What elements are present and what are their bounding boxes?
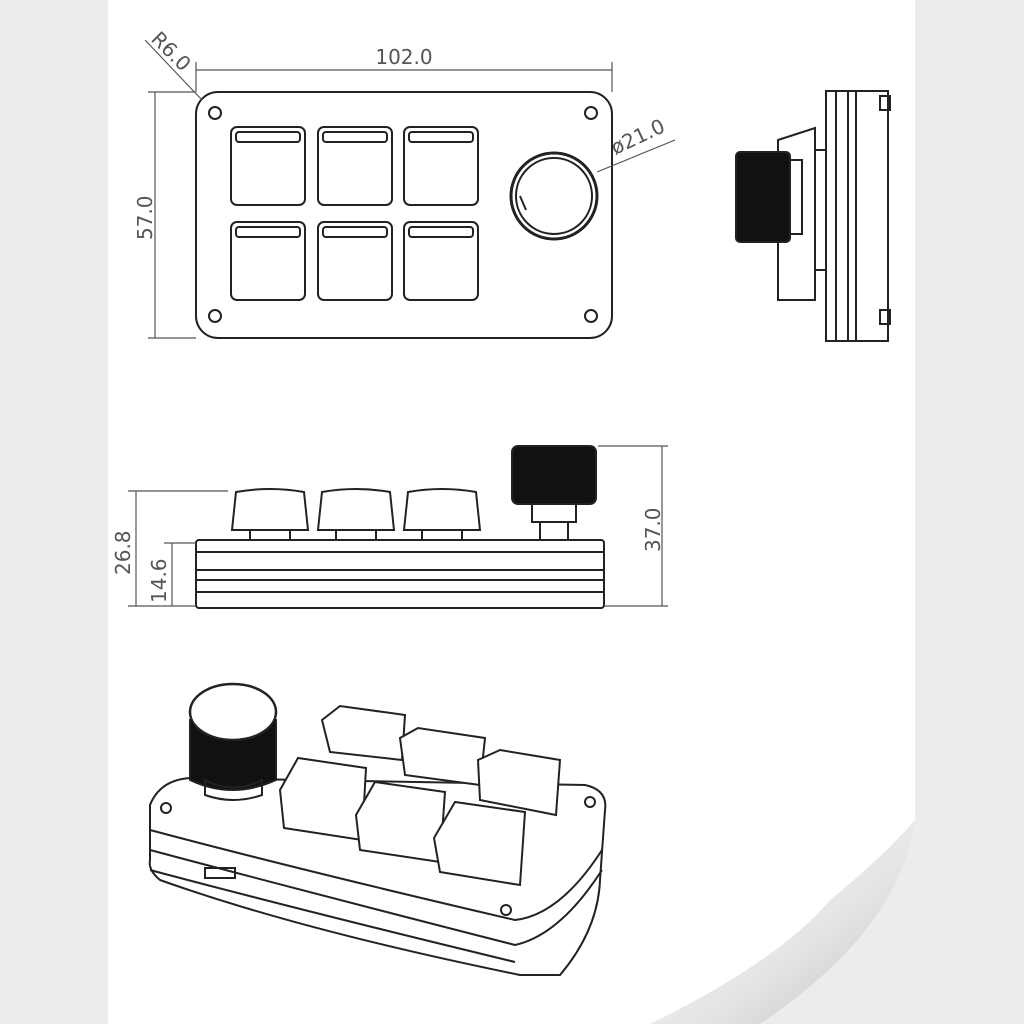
isometric-view	[148, 682, 607, 976]
dim-knob-height: 37.0	[641, 507, 665, 552]
front-view	[128, 445, 668, 609]
page-curl	[650, 820, 915, 1024]
dim-width: 102.0	[375, 45, 432, 69]
top-view	[144, 39, 676, 339]
dim-height: 57.0	[133, 195, 157, 240]
knob-top	[509, 151, 599, 241]
screws	[208, 106, 598, 323]
keycaps-top	[230, 126, 479, 301]
side-view	[735, 90, 891, 342]
dim-base-height: 14.6	[147, 558, 171, 603]
dim-keycap-height: 26.8	[111, 530, 135, 575]
